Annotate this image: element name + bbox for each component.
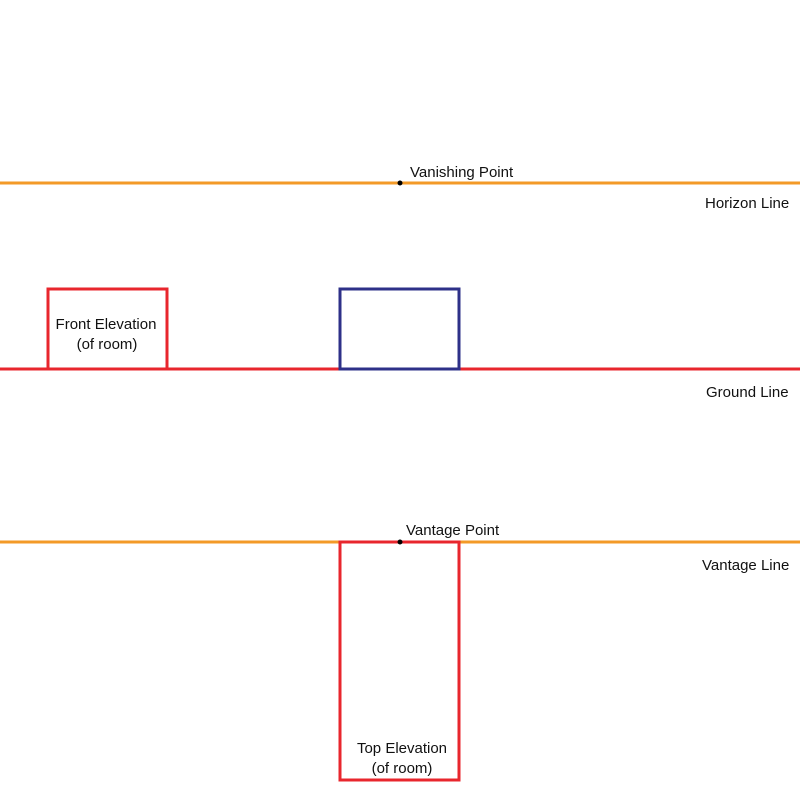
vanishing-point-label: Vanishing Point bbox=[410, 164, 514, 181]
vanishing-point bbox=[397, 180, 403, 186]
front-elevation-label-line1: Front Elevation bbox=[56, 316, 157, 333]
vantage-point-label: Vantage Point bbox=[406, 522, 500, 539]
vantage-point bbox=[397, 539, 403, 545]
vantage-line-label: Vantage Line bbox=[702, 557, 789, 574]
ground-line-label: Ground Line bbox=[706, 384, 789, 401]
front-elevation-box bbox=[46, 287, 169, 371]
horizon-line-label: Horizon Line bbox=[705, 195, 789, 212]
front-elevation-label-line2: (of room) bbox=[77, 336, 138, 353]
top-elevation-label-line2: (of room) bbox=[372, 760, 433, 777]
top-elevation-label-line1: Top Elevation bbox=[357, 740, 447, 757]
projected-room-box bbox=[338, 287, 461, 371]
